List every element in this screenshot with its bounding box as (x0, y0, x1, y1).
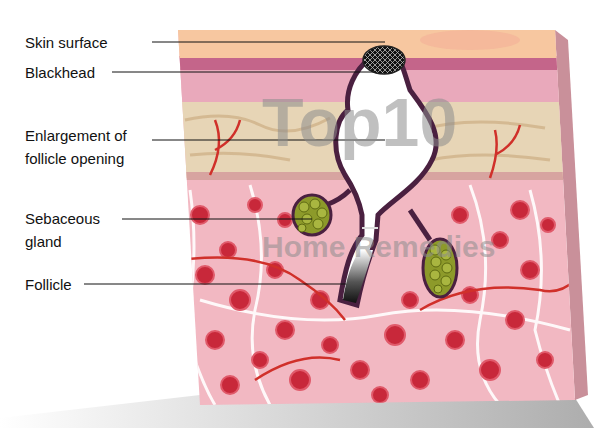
watermark: Home Remedies (262, 232, 495, 262)
part-label: Skin surface (25, 31, 145, 54)
part-label: Sebaceous gland (25, 207, 117, 253)
dermis (170, 30, 590, 410)
part-label: Follicle (25, 273, 81, 296)
blackhead-plug (363, 46, 405, 74)
part-label: Blackhead (25, 61, 109, 84)
blood-cells (191, 198, 555, 403)
part-label: Enlargement of follicle opening (25, 124, 147, 170)
watermark: Top10 (262, 88, 457, 156)
